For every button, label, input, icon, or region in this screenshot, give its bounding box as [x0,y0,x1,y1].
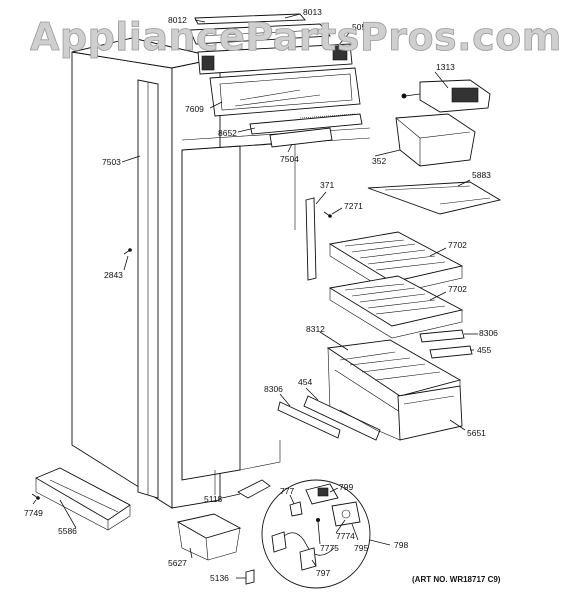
callout-labels: 8012 8013 5059 1313 7609 7503 8652 7504 … [24,7,498,583]
callout-454: 454 [298,377,312,387]
part-7749-screw [31,493,40,500]
callout-799: 799 [339,482,353,492]
callout-8312: 8312 [306,324,325,334]
callout-8652: 8652 [218,128,237,138]
part-2843-screw [123,248,132,255]
part-8306-slide-right [419,329,465,343]
part-8306-slide-left [277,401,341,439]
callout-5118: 5118 [204,494,223,504]
callout-8012: 8012 [168,15,187,25]
callout-5651: 5651 [467,428,486,438]
callout-795: 795 [354,543,368,553]
part-5118-bracket [237,479,271,499]
part-8013-top-cover [189,23,331,45]
part-7774-thermistor [331,501,361,527]
part-8012-top-trim [194,13,306,25]
part-5651-drawer-front [397,385,463,441]
callout-7609: 7609 [185,104,204,114]
callout-797: 797 [316,568,330,578]
callout-352: 352 [372,156,386,166]
callout-8013: 8013 [303,7,322,17]
part-454-slide-rail [303,395,381,441]
leader-lines [32,13,478,579]
part-5627-pan [176,513,242,561]
part-799-damper [305,483,339,505]
callout-5136: 5136 [210,573,229,583]
part-8652-light-lens [249,113,363,135]
callout-371: 371 [320,180,334,190]
part-5136-clip [245,569,255,585]
part-7702-wire-shelf-upper [328,231,464,295]
callout-8306-right: 8306 [479,328,498,338]
callout-5586: 5586 [58,526,77,536]
callout-7774: 7774 [336,531,355,541]
art-number: (ART NO. WR18717 C9) [412,575,501,584]
part-1313-ice-maker [401,79,491,113]
callout-1313: 1313 [436,62,455,72]
callout-7503: 7503 [102,157,121,167]
part-7775-screw [316,518,320,522]
part-7702-wire-shelf-lower [328,275,464,339]
part-371-shelf-support [305,197,317,281]
part-455-slide-rail [429,345,473,359]
part-5883-shelf [367,181,502,215]
part-7609-light-shield [209,67,361,117]
watermark: AppliancePartsPros.com [30,15,562,59]
part-352-ice-bucket [395,113,476,167]
part-798-control-assembly-inset [261,479,371,589]
callout-7702-lower: 7702 [448,284,467,294]
part-7271-screw [323,211,332,218]
callout-7504: 7504 [280,154,299,164]
callout-8306-left: 8306 [264,384,283,394]
callout-5627: 5627 [168,558,187,568]
callout-5059: 5059 [352,22,371,32]
callout-455: 455 [477,345,491,355]
callout-7775: 7775 [320,543,339,553]
callout-7702-upper: 7702 [448,240,467,250]
callout-7271: 7271 [344,201,363,211]
callout-798: 798 [394,540,408,550]
part-797-harness [271,531,335,571]
part-7504-light-bracket [269,127,333,148]
callout-777: 777 [280,486,294,496]
part-5059-control-housing [197,43,353,75]
callout-5883: 5883 [472,170,491,180]
part-7503-trim-strip [137,79,159,499]
callout-2843: 2843 [104,270,123,280]
callout-7749: 7749 [24,508,43,518]
part-777-sensor [289,501,303,517]
part-5586-housing [34,467,131,531]
